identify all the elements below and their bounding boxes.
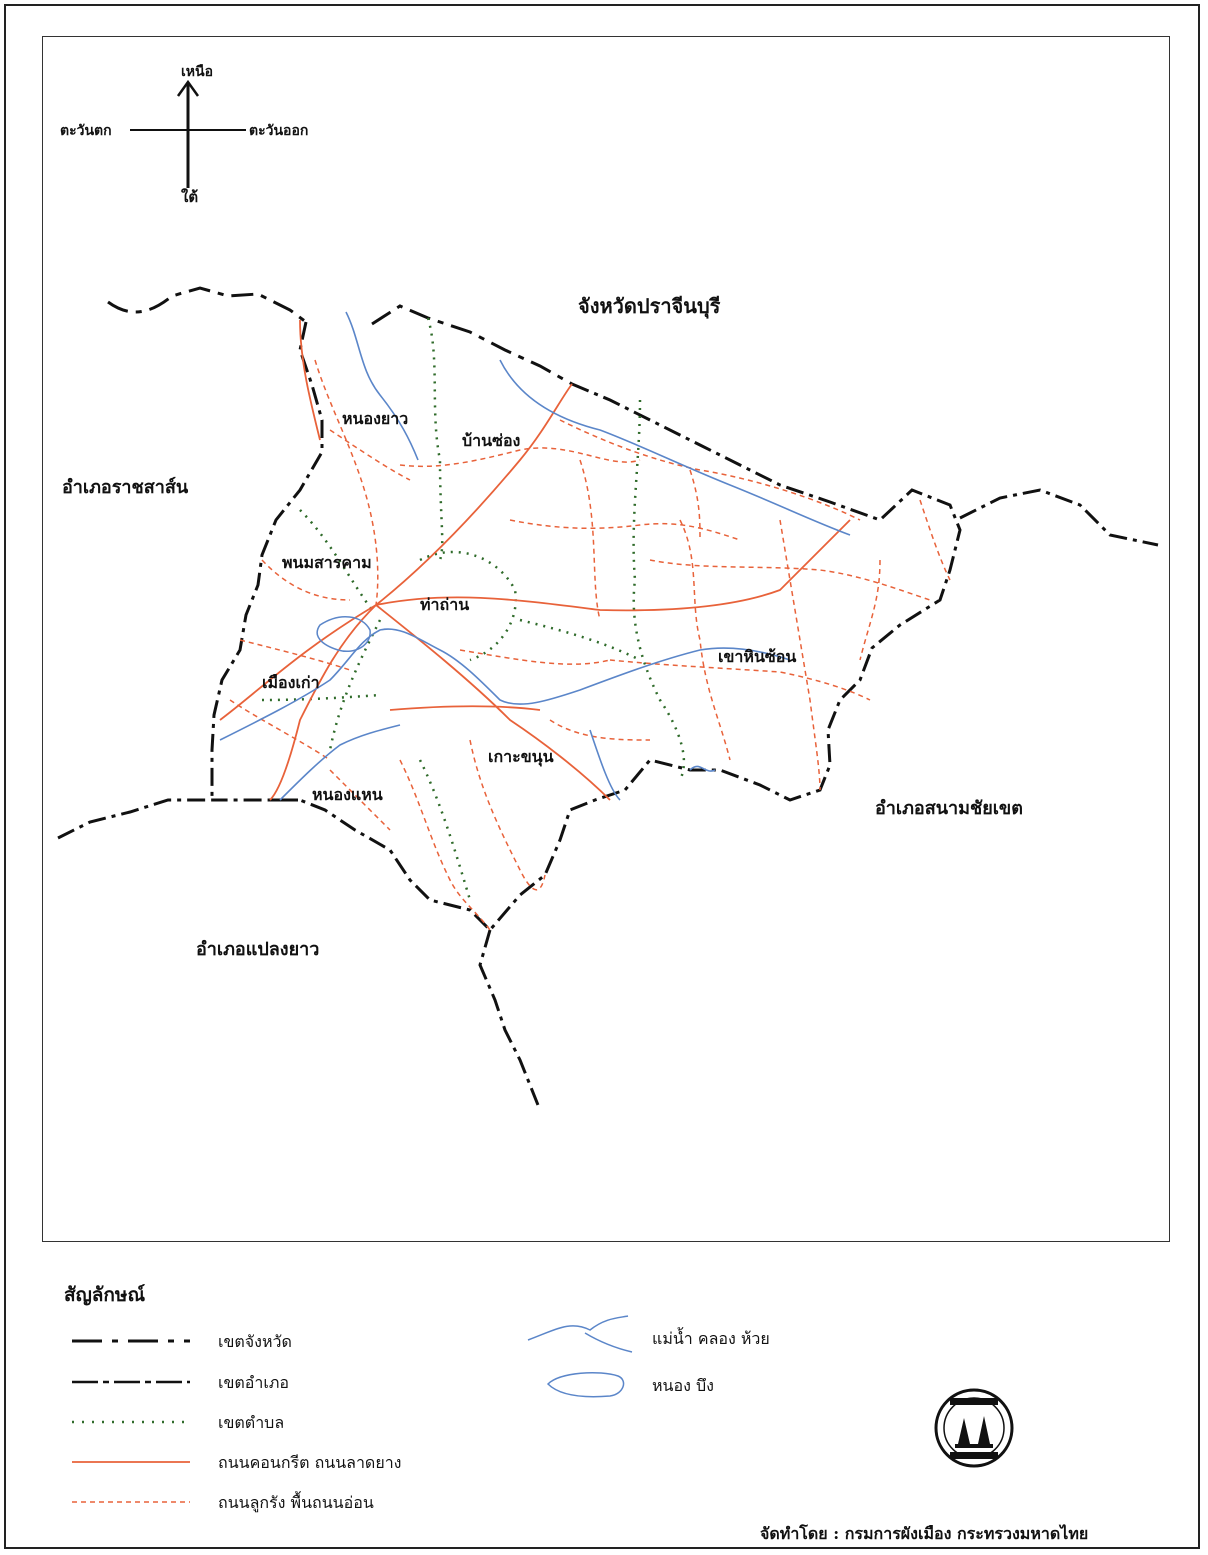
paved-roads <box>219 319 851 801</box>
subdistrict-label: หนองยาว <box>342 409 408 428</box>
department-seal-icon <box>934 1388 1014 1468</box>
subdistrict-label: เขาหินซ้อน <box>718 647 796 666</box>
compass-north: เหนือ <box>181 64 213 80</box>
subdistrict-label: ท่าถ่าน <box>420 595 469 614</box>
subdistrict-label: เมืองเก่า <box>262 673 320 692</box>
compass: เหนือ ใต้ ตะวันตก ตะวันออก <box>60 64 308 206</box>
district-boundary-s <box>478 929 542 1111</box>
district-boundary <box>210 321 962 933</box>
subdistrict-label: บ้านซ่อง <box>462 431 520 450</box>
legend-symbol-swamp <box>546 1371 625 1398</box>
province-boundary-east <box>371 304 573 386</box>
district-label-southeast: อำเภอสนามชัยเขต <box>875 798 1023 819</box>
district-label-west: อำเภอราชสาส์น <box>62 476 189 498</box>
district-label-southwest: อำเภอแปลงยาว <box>196 939 319 960</box>
legend-label-province: เขตจังหวัด <box>218 1332 292 1351</box>
province-boundary <box>107 286 307 324</box>
subdistrict-label: เกาะขนุน <box>488 747 554 767</box>
district-boundary-e <box>959 488 1159 547</box>
legend-label-river: แม่น้ำ คลอง ห้วย <box>652 1329 770 1348</box>
credit-text: จัดทำโดย : กรมการผังเมือง กระทรวงมหาดไทย <box>760 1524 1089 1543</box>
subdistrict-label: พนมสารคาม <box>282 553 372 572</box>
province-label: จังหวัดปราจีนบุรี <box>578 294 721 319</box>
swamp <box>316 616 371 652</box>
laterite-roads <box>229 359 951 931</box>
legend-label-swamp: หนอง บึง <box>652 1376 714 1395</box>
rivers <box>219 311 851 801</box>
compass-south: ใต้ <box>181 188 198 206</box>
map-frame <box>42 36 1170 1242</box>
compass-east: ตะวันออก <box>249 123 308 139</box>
page-frame <box>4 4 1200 1549</box>
district-boundary-sw <box>57 798 300 840</box>
compass-west: ตะวันตก <box>60 123 112 139</box>
subdistrict-label: หนองแหน <box>312 785 383 804</box>
legend-label-subdistrict: เขตตำบล <box>218 1413 285 1432</box>
legend-symbols <box>72 1315 633 1503</box>
legend-label-paved-road: ถนนคอนกรีต ถนนลาดยาง <box>218 1453 402 1472</box>
legend-symbol-river <box>527 1315 633 1353</box>
legend-label-laterite-road: ถนนลูกรัง พื้นถนนอ่อน <box>218 1493 374 1512</box>
legend-title: สัญลักษณ์ <box>64 1284 146 1306</box>
legend-label-district: เขตอำเภอ <box>218 1373 290 1392</box>
subdistrict-boundaries <box>261 317 686 901</box>
